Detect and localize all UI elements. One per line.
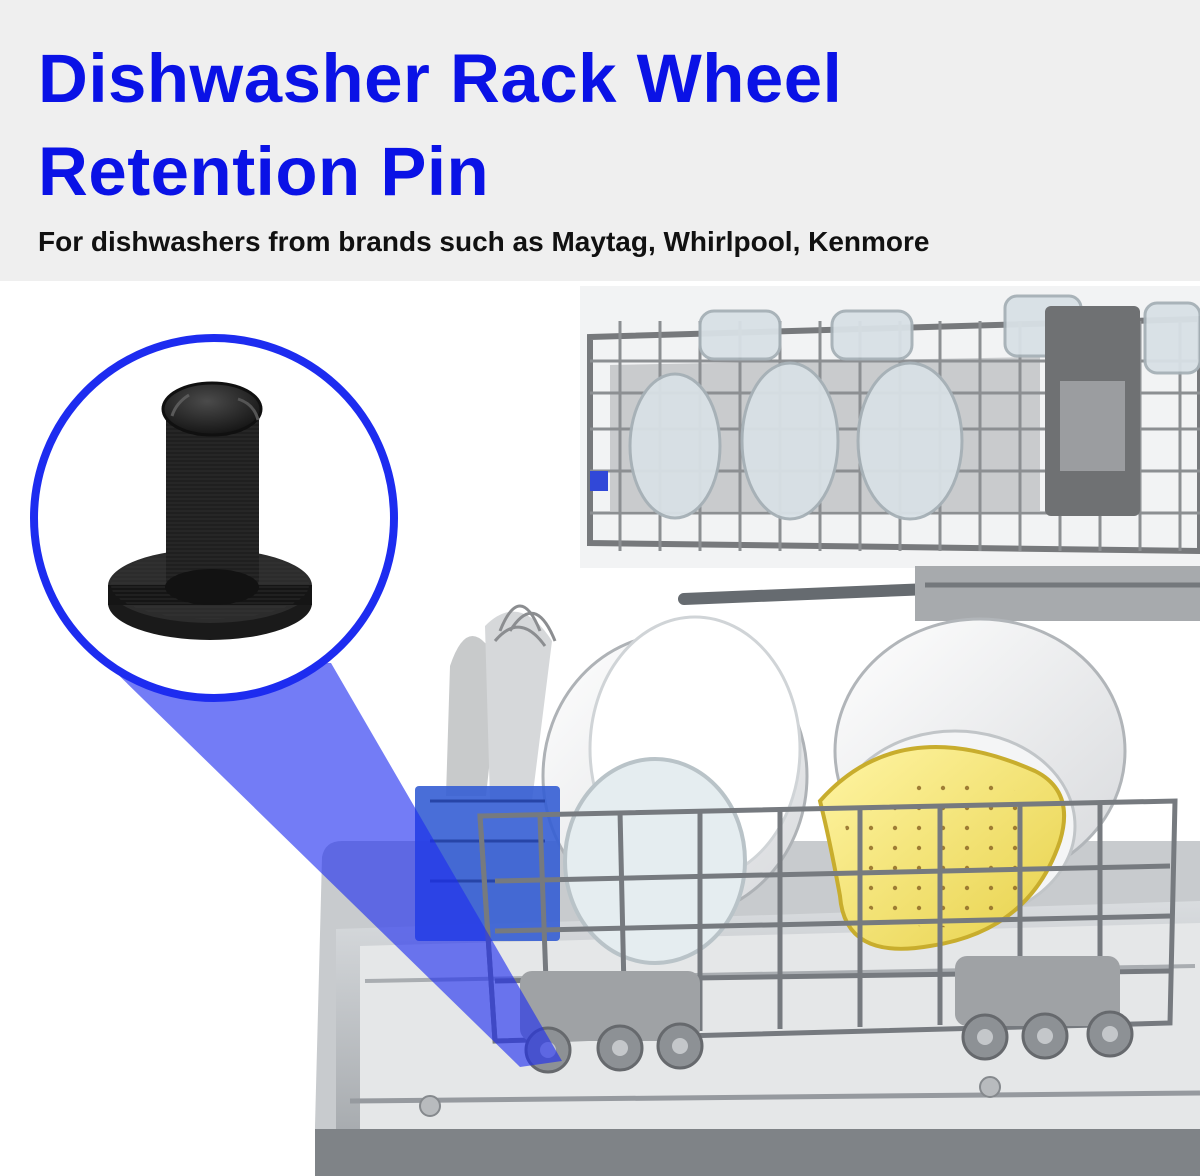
product-title: Dishwasher Rack Wheel Retention Pin xyxy=(38,32,1118,218)
compatibility-subtitle: For dishwashers from brands such as Mayt… xyxy=(38,226,930,257)
dishwasher-scene xyxy=(0,281,1200,1176)
header-banner: Dishwasher Rack Wheel Retention Pin For … xyxy=(0,0,1200,281)
title-line-1: Dishwasher Rack Wheel xyxy=(38,40,843,117)
rack-wheels xyxy=(520,956,1134,1074)
dishwasher-illustration xyxy=(30,286,1200,1176)
magnified-pin-callout xyxy=(30,334,398,702)
upper-rack xyxy=(580,286,1200,621)
title-line-2: Retention Pin xyxy=(38,133,490,210)
magnifier-beam xyxy=(99,656,562,1067)
